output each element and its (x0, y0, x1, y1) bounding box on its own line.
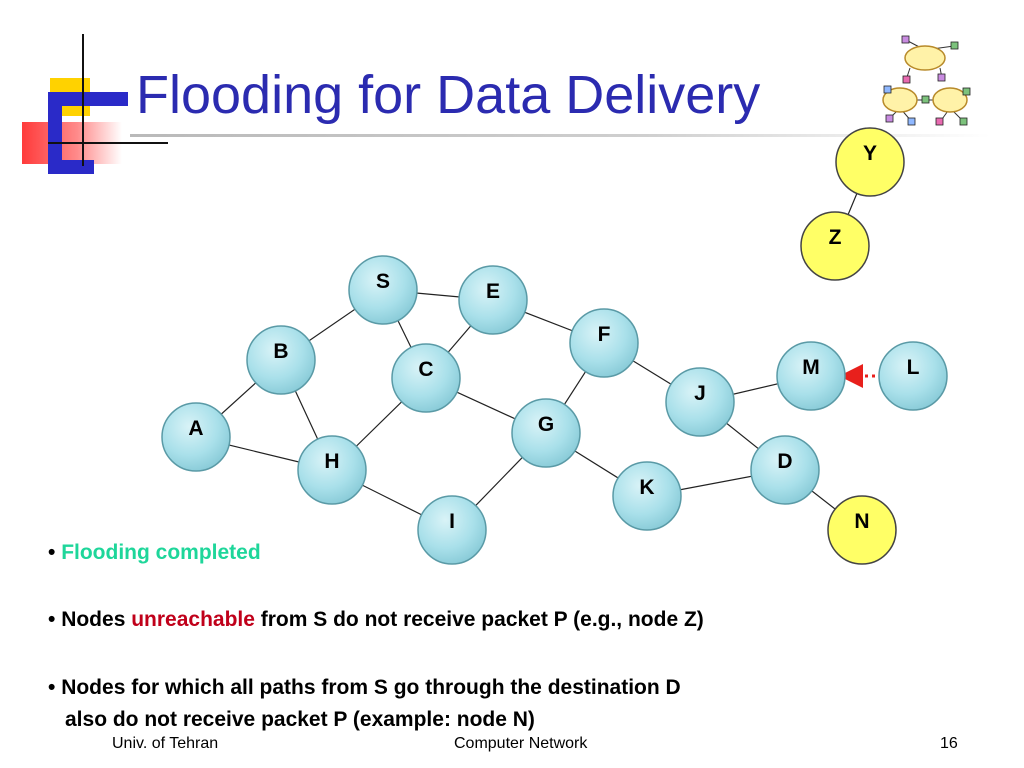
node-h: H (297, 435, 367, 505)
title-decoration-blue-frame (48, 92, 100, 174)
node-label: N (854, 510, 869, 533)
node-label: G (538, 413, 554, 436)
bullet-text: Nodes (61, 608, 132, 631)
node-circle (800, 211, 870, 281)
node-circle (750, 435, 820, 505)
node-circle (878, 341, 948, 411)
node-label: H (324, 450, 339, 473)
title-decoration-horizontal-line (48, 142, 168, 144)
node-circle (246, 325, 316, 395)
node-circle (776, 341, 846, 411)
node-label: L (907, 356, 920, 379)
node-label: Y (863, 142, 877, 165)
footer-course: Computer Network (454, 735, 588, 752)
node-label: K (639, 476, 654, 499)
node-j: J (665, 367, 735, 437)
network-clouds-icon (882, 35, 971, 126)
footer-university: Univ. of Tehran (112, 735, 219, 752)
bullet-paths-through-destination: • Nodes for which all paths from S go th… (48, 676, 681, 700)
node-a: A (161, 402, 231, 472)
node-circle (161, 402, 231, 472)
node-label: I (449, 510, 455, 533)
node-circle (458, 265, 528, 335)
node-s: S (348, 255, 418, 325)
slide-title: Flooding for Data Delivery (136, 65, 761, 125)
bullet-text-highlight: Flooding completed (61, 541, 261, 564)
bullet-flooding-completed: • Flooding completed (48, 541, 261, 565)
node-c: C (391, 343, 461, 413)
node-circle (827, 495, 897, 565)
node-label: E (486, 280, 500, 303)
footer-page-number: 16 (940, 735, 958, 752)
node-circle (569, 308, 639, 378)
node-circle (348, 255, 418, 325)
bullet-marker: • (48, 541, 62, 564)
title-underline (130, 134, 990, 137)
node-circle (612, 461, 682, 531)
bullet-text-highlight: unreachable (131, 608, 255, 631)
node-b: B (246, 325, 316, 395)
node-circle (835, 127, 905, 197)
node-m: M (776, 341, 846, 411)
node-k: K (612, 461, 682, 531)
node-z: Z (800, 211, 870, 281)
bullet-continuation: also do not receive packet P (example: n… (65, 708, 535, 731)
bullet-text: from S do not receive packet P (e.g., no… (254, 608, 704, 631)
node-label: F (598, 323, 611, 346)
node-label: B (273, 340, 288, 363)
node-y: Y (835, 127, 905, 197)
node-label: M (802, 356, 820, 379)
node-d: D (750, 435, 820, 505)
node-circle (417, 495, 487, 565)
bullet-marker: • (48, 676, 62, 699)
node-label: Z (829, 226, 842, 249)
node-i: I (417, 495, 487, 565)
node-circle (297, 435, 367, 505)
node-circle (391, 343, 461, 413)
title-decoration-blue-tab (94, 92, 128, 106)
bullet-text: Nodes for which all paths from S go thro… (61, 676, 681, 699)
node-label: A (188, 417, 203, 440)
node-f: F (569, 308, 639, 378)
nodes-layer: S E F B C M L J A G H D K I N Y Z (161, 127, 948, 565)
node-label: D (777, 450, 792, 473)
node-n: N (827, 495, 897, 565)
node-g: G (511, 398, 581, 468)
node-l: L (878, 341, 948, 411)
node-circle (511, 398, 581, 468)
bullet-marker: • (48, 608, 62, 631)
node-label: J (694, 382, 706, 405)
node-label: C (418, 358, 433, 381)
node-circle (665, 367, 735, 437)
node-label: S (376, 270, 390, 293)
node-e: E (458, 265, 528, 335)
bullet-unreachable: • Nodes unreachable from S do not receiv… (48, 608, 704, 632)
title-decoration-vertical-line (82, 34, 84, 166)
